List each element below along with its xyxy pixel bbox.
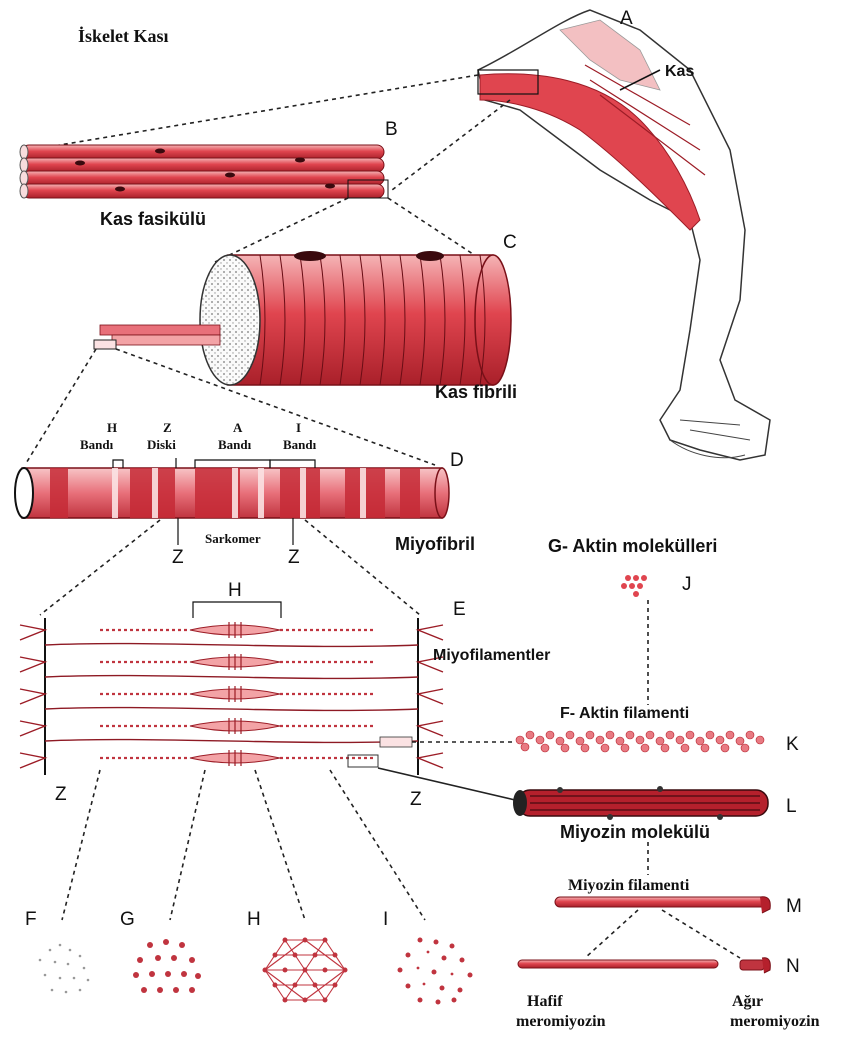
label-g-aktin: G- Aktin molekülleri [548,536,717,556]
diagram-title: İskelet Kası [78,26,169,46]
label-i-band-2: Bandı [283,437,317,452]
muscle-fascicle [20,145,388,198]
letter-m: M [786,896,802,917]
label-z-disk-2: Diski [147,437,176,452]
connector-e-f [62,770,100,920]
label-a-band-2: Bandı [218,437,252,452]
label-z-sarcomere-left: Z [55,784,67,805]
connector-e-h [255,770,305,920]
label-miyozin-filamenti: Miyozin filamenti [568,877,690,894]
muscle-fibril [94,251,511,385]
heavy-meromyosin [740,958,770,973]
letter-j: J [682,574,692,595]
letter-g: G [120,909,135,930]
label-kas-fibrili: Kas fibrili [435,382,517,402]
label-miyofibril: Miyofibril [395,534,475,554]
myofibril [15,468,449,518]
connector-b-c-left [215,198,348,262]
label-hafif-1: Hafif [527,993,563,1010]
letter-l: L [786,796,797,817]
label-h-band-2: Bandı [80,437,114,452]
letter-i: I [383,909,388,930]
letter-e: E [453,599,466,620]
connector-e-g [170,770,205,920]
label-agir-2: meromiyozin [730,1013,820,1030]
letter-d: D [450,450,464,471]
label-z-sarcomere-right: Z [410,789,422,810]
label-kas: Kas [665,63,694,80]
label-miyozin-molekulu: Miyozin molekülü [560,822,710,842]
connector-a-b-top [30,75,478,150]
label-z-left: Z [172,547,184,568]
label-z-disk-1: Z [163,420,172,435]
label-a-band-1: A [233,420,243,435]
label-h-zone: H [228,580,242,601]
myosin-molecule [513,786,768,820]
letter-b: B [385,119,398,140]
cross-section-f [39,944,90,994]
f-actin-filament [516,731,764,752]
label-agir-1: Ağır [732,993,763,1010]
sarcomere-filaments [20,602,443,775]
connector-a-b-bottom [392,100,510,190]
letter-a: A [620,8,633,29]
letter-k: K [786,734,799,755]
cross-section-i [398,938,473,1005]
arm-illustration [478,10,770,460]
connector-m-heavy [662,910,740,958]
label-z-right: Z [288,547,300,568]
letter-h: H [247,909,261,930]
letter-c: C [503,232,517,253]
connector-d-e-left [40,520,160,615]
cross-section-g [133,939,201,993]
connector-e-l [378,768,515,800]
label-miyofilamentler: Miyofilamentler [433,647,550,664]
light-meromyosin [518,960,718,968]
label-f-aktin: F- Aktin filamenti [560,705,689,722]
label-sarkomer: Sarkomer [205,531,261,546]
letter-n: N [786,956,800,977]
label-i-band-1: I [296,420,301,435]
letter-f: F [25,909,37,930]
label-hafif-2: meromiyozin [516,1013,606,1030]
g-actin-molecules [621,575,647,597]
label-kas-fasikulu: Kas fasikülü [100,209,206,229]
connector-m-light [585,910,638,958]
label-h-band-1: H [107,420,117,435]
